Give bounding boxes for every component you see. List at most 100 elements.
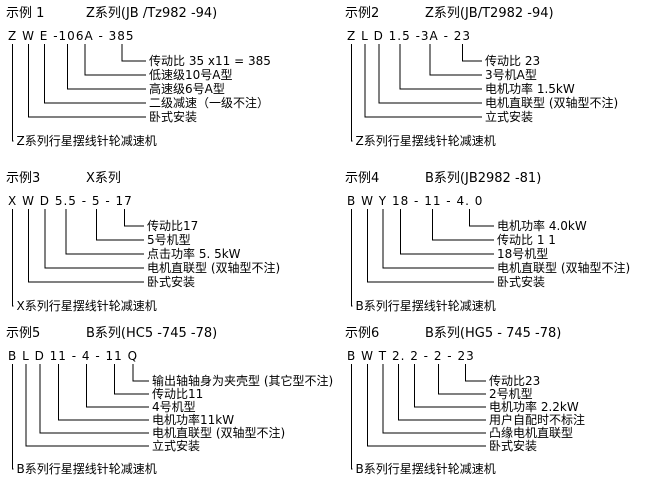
code-segment: 1.5 <box>388 29 411 43</box>
code-segment: W <box>22 29 35 43</box>
code-separator: - <box>100 194 116 208</box>
code-segment: Y <box>378 194 388 208</box>
designation-label: 5号机型 <box>147 233 191 247</box>
designation-label: 电机功率 2.2kW <box>489 400 579 414</box>
model-code: X W D 5.5 - 5 - 17 <box>8 194 133 209</box>
designation-label: 18号机型 <box>497 247 549 261</box>
code-segment: 11 <box>424 194 442 208</box>
designation-label: 凸缘电机直联型 <box>489 426 574 440</box>
example-header: 示例5 B系列(HC5 -745 -78) <box>6 326 323 342</box>
code-separator: - <box>76 194 92 208</box>
example-number: 示例4 <box>345 171 380 186</box>
example-number: 示例5 <box>6 326 41 341</box>
designation-label: 传动比23 <box>489 374 541 388</box>
designation-label: Z系列行星摆线针轮减速机 <box>16 134 157 148</box>
designation-label: 传动比 23 <box>485 54 541 68</box>
model-code: B L D 11 - 4 - 11 Q <box>8 349 138 364</box>
series-name: B系列(HC5 -745 -78) <box>86 326 218 341</box>
designation-label: B系列行星摆线针轮减速机 <box>16 462 157 476</box>
code-segment: 4. 0 <box>456 194 484 208</box>
example-number: 示例 1 <box>6 6 45 21</box>
designation-label: 低速级10号A型 <box>149 68 233 82</box>
code-segment: 5.5 <box>54 194 77 208</box>
designation-label: 电机功率11kW <box>152 413 235 427</box>
code-segment: Q <box>127 349 139 363</box>
series-name: Z系列(JB/T2982 -94) <box>425 6 554 21</box>
designation-label: 卧式安装 <box>497 275 546 289</box>
model-code: B W Y 18 - 11 - 4. 0 <box>347 194 483 209</box>
designation-label: 立式安装 <box>152 439 201 453</box>
code-segment: L <box>22 349 30 363</box>
designation-label: B系列行星摆线针轮减速机 <box>355 462 496 476</box>
designation-label: 卧式安装 <box>147 275 196 289</box>
code-segment: 17 <box>115 194 133 208</box>
series-name: B系列(HG5 - 745 -78) <box>425 326 562 341</box>
example-header: 示例2 Z系列(JB/T2982 -94) <box>345 6 648 22</box>
code-segment: B <box>8 349 18 363</box>
code-segment: 4 <box>81 349 91 363</box>
code-separator: - <box>418 349 434 363</box>
code-segment: 6A <box>75 29 94 43</box>
code-separator: - <box>93 29 109 43</box>
code-segment: B <box>347 349 357 363</box>
example-header: 示例4 B系列(JB2982 -81) <box>345 171 648 187</box>
code-segment: 23 <box>453 29 471 43</box>
code-diagram: B L D 11 - 4 - 11 Q 输出轴轴身为夹壳型 (其它型不注)传动比1… <box>6 349 333 485</box>
designation-label: 电机直联型 (双轴型不注) <box>152 426 286 440</box>
designation-label: 3号机A型 <box>485 68 537 82</box>
code-segment: D <box>34 349 45 363</box>
code-segment: Z <box>347 29 357 43</box>
code-segment: E <box>39 29 49 43</box>
code-segment: L <box>361 29 369 43</box>
code-segment: X <box>8 194 18 208</box>
code-segment: W <box>361 349 374 363</box>
example-5: 示例5 B系列(HC5 -745 -78) B L D 11 - 4 - 11 … <box>0 320 333 485</box>
example-1: 示例 1 Z系列(JB /Tz982 -94) Z W E -106A - 38… <box>0 0 325 165</box>
designation-label: 传动比17 <box>147 219 199 233</box>
code-segment: 5 <box>91 194 101 208</box>
code-segment: D <box>39 194 51 208</box>
code-segment: T <box>378 349 388 363</box>
designation-label: 二级减速（一级不注） <box>149 96 270 110</box>
example-header: 示例6 B系列(HG5 - 745 -78) <box>345 326 648 342</box>
designation-label: 卧式安装 <box>489 439 538 453</box>
designation-label: 电机功率 1.5kW <box>485 82 575 96</box>
designation-label: 立式安装 <box>485 110 534 124</box>
code-separator: - <box>410 29 421 43</box>
code-segment: D <box>373 29 384 43</box>
designation-label: 传动比 1 1 <box>497 233 556 247</box>
example-number: 示例6 <box>345 326 380 341</box>
designation-label: 点击功率 5. 5kW <box>147 247 241 261</box>
example-4: 示例4 B系列(JB2982 -81) B W Y 18 - 11 - 4. 0… <box>325 165 650 320</box>
designation-label: 高速级6号A型 <box>149 82 225 96</box>
example-number: 示例3 <box>6 171 41 186</box>
code-separator: - <box>438 29 454 43</box>
designation-label: Z系列行星摆线针轮减速机 <box>355 134 496 148</box>
example-number: 示例2 <box>345 6 380 21</box>
designation-label: 电机功率 4.0kW <box>497 219 587 233</box>
code-segment: B <box>347 194 357 208</box>
model-code: Z L D 1.5 -3A - 23 <box>347 29 471 44</box>
designation-label: 电机直联型 (双轴型不注) <box>497 261 631 275</box>
code-segment: W <box>22 194 35 208</box>
code-separator: - <box>409 194 425 208</box>
code-separator: - <box>53 29 59 43</box>
code-separator: - <box>90 349 106 363</box>
designation-label: 输出轴轴身为夹壳型 (其它型不注) <box>152 374 334 388</box>
code-segment: 23 <box>457 349 475 363</box>
example-2: 示例2 Z系列(JB/T2982 -94) Z L D 1.5 -3A - 23… <box>325 0 650 165</box>
example-header: 示例 1 Z系列(JB /Tz982 -94) <box>6 6 323 22</box>
code-separator: - <box>442 349 458 363</box>
designation-label: 电机直联型 (双轴型不注) <box>485 96 619 110</box>
code-segment: 2 <box>433 349 443 363</box>
code-segment: 2 <box>410 349 419 363</box>
designation-label: 传动比11 <box>152 387 204 401</box>
series-name: Z系列(JB /Tz982 -94) <box>86 6 218 21</box>
code-segment: 10 <box>58 29 76 43</box>
code-segment: 3A <box>420 29 439 43</box>
